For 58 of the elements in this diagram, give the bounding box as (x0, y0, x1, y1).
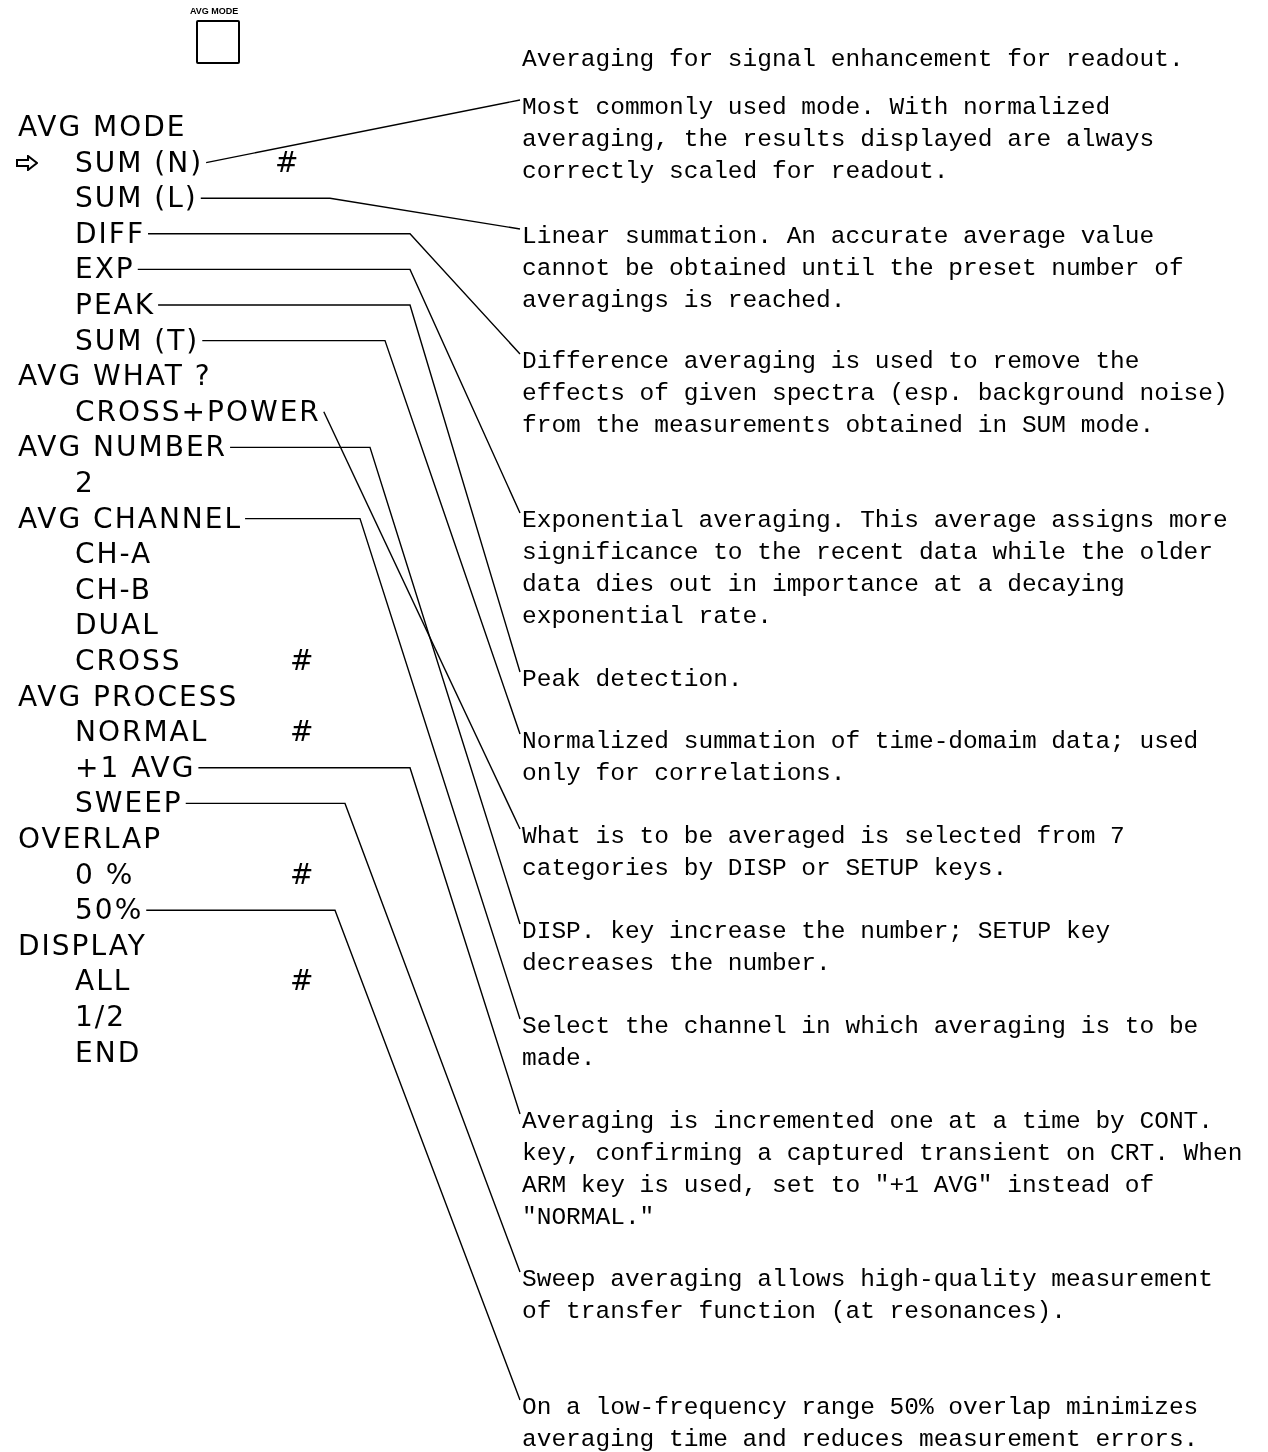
menu-item: 0 % (75, 856, 135, 893)
description-text: DISP. key increase the number; SETUP key decreases the number. (522, 916, 1257, 980)
menu-item: ALL (75, 963, 132, 1000)
menu-item: +1 AVG (75, 749, 196, 786)
default-mark: # (290, 714, 316, 751)
menu-item: 1/2 (75, 999, 127, 1035)
default-mark: # (275, 144, 301, 181)
description-text: What is to be averaged is selected from 7 categories by DISP or SETUP keys. (522, 821, 1257, 885)
description-text: On a low-frequency range 50% overlap minimizes averaging time and reduces measurement errors. (522, 1392, 1257, 1452)
leader-line (201, 339, 521, 735)
leader-line (185, 802, 521, 1273)
menu-item: AVG CHANNEL (18, 500, 243, 537)
menu-heading: AVG PROCESS (18, 678, 239, 715)
menu-item: 2 (75, 465, 95, 501)
menu-item: CH-B (75, 571, 152, 608)
menu-heading: DISPLAY (18, 927, 147, 964)
description-text: Sweep averaging allows high-quality measurement of transfer function (at resonances). (522, 1264, 1257, 1328)
menu-item: DUAL (75, 607, 160, 644)
description-text: Averaging is incremented one at a time by CONT. key, confirming a captured transient on CRT. When ARM key is used, set to "+1 AVG" instead of "NORMAL." (522, 1106, 1257, 1234)
menu-item: DIFF (75, 215, 146, 252)
key-label: AVG MODE (190, 6, 239, 16)
menu-item: SWEEP (75, 785, 183, 822)
menu-item: SUM (T) (75, 322, 200, 359)
menu-item: CH-A (75, 536, 153, 573)
menu-item: NORMAL (75, 714, 209, 751)
default-mark: # (290, 643, 316, 679)
menu-item: SUM (N) (75, 144, 204, 181)
menu-item: CROSS+POWER (75, 393, 321, 430)
leader-line (200, 197, 521, 230)
menu-item: EXP (75, 251, 135, 288)
menu-heading: AVG MODE (18, 109, 187, 145)
description-text: Exponential averaging. This average assigns more significance to the recent data while the older data dies out in importance at a decaying exponential rate. (522, 505, 1257, 633)
description-text: Linear summation. An accurate average value cannot be obtained until the preset number of averagings is reached. (522, 221, 1257, 317)
leader-line (157, 304, 521, 673)
leader-line (229, 446, 521, 925)
leader-line (205, 99, 521, 164)
leader-line (137, 268, 521, 514)
description-text: Select the channel in which averaging is to be made. (522, 1011, 1257, 1075)
leader-line (197, 767, 521, 1115)
default-mark: # (290, 856, 316, 893)
leader-line (323, 411, 521, 830)
menu-item: SUM (L) (75, 180, 198, 217)
menu-item: PEAK (75, 287, 156, 323)
menu-item: END (75, 1034, 142, 1071)
leader-line (145, 909, 521, 1401)
menu-item: AVG NUMBER (18, 429, 228, 466)
description-text: Normalized summation of time-domaim data; used only for correlations. (522, 726, 1257, 790)
menu-item: 50% (75, 892, 144, 929)
description-text: Peak detection. (522, 664, 1257, 696)
leader-line (147, 233, 521, 355)
description-text: Difference averaging is used to remove the effects of given spectra (esp. background noise) from the measurements obtained in SUM mode. (522, 346, 1257, 442)
menu-heading: OVERLAP (18, 821, 163, 857)
menu-item: CROSS (75, 643, 182, 679)
leader-line (244, 517, 521, 1020)
description-text: Most commonly used mode. With normalized averaging, the results displayed are always correctly scaled for readout. (522, 92, 1257, 188)
description-text: Averaging for signal enhancement for readout. (522, 45, 1185, 75)
menu-heading: AVG WHAT ? (18, 358, 212, 395)
default-mark: # (290, 963, 316, 1000)
